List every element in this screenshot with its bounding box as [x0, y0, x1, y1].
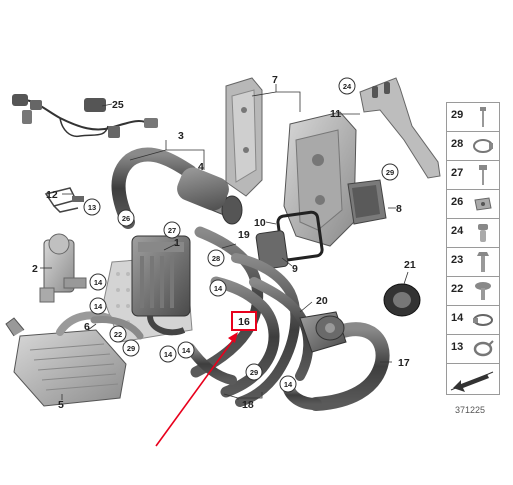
small-parts-table: 29 28 27 26 24 23 22 14 13 [446, 102, 500, 395]
svg-text:22: 22 [114, 330, 122, 339]
wiring-harness-part [12, 94, 158, 138]
circle-callout-24: 24 [338, 77, 356, 95]
table-row: 27 [447, 161, 499, 190]
circled-callouts: 24 29 13 26 27 28 22 14 14 14 14 14 14 2… [83, 77, 399, 393]
table-row: 28 [447, 132, 499, 161]
circle-callout-14: 14 [89, 273, 107, 291]
callout-21: 21 [404, 259, 416, 271]
table-row: 24 [447, 219, 499, 248]
part-number: 14 [451, 312, 464, 324]
spring-clip-icon [473, 340, 494, 357]
rubber-mount-part [383, 283, 421, 317]
table-row: 23 [447, 248, 499, 277]
plug-icon [478, 224, 488, 242]
callout-3: 3 [178, 130, 184, 142]
callout-20: 20 [316, 295, 328, 307]
svg-text:24: 24 [343, 82, 352, 91]
circle-callout-28: 28 [207, 249, 225, 267]
table-row: 29 [447, 103, 499, 132]
heat-exchanger-part [5, 317, 127, 407]
part-callouts: 3 4 7 11 25 12 8 10 9 1 2 6 5 19 20 21 1… [32, 74, 416, 411]
clamp-icon [473, 314, 493, 326]
svg-text:16: 16 [238, 316, 250, 328]
circle-callout-29: 29 [245, 363, 263, 381]
callout-5: 5 [58, 399, 64, 411]
callout-2: 2 [32, 263, 38, 275]
svg-text:26: 26 [122, 214, 130, 223]
cover-plate-part [347, 179, 387, 225]
screw-icon [479, 165, 487, 185]
auxiliary-heater-part [103, 235, 193, 343]
callout-4: 4 [198, 161, 204, 173]
callout-11: 11 [330, 108, 341, 120]
side-rail-part [359, 77, 441, 179]
muffler-part [177, 167, 243, 225]
part-number: 29 [451, 109, 464, 121]
highlighted-callout-16[interactable]: 16 [231, 311, 257, 331]
circle-callout-13: 13 [83, 198, 101, 216]
callout-18: 18 [242, 399, 254, 411]
table-footer [447, 364, 499, 395]
callout-17: 17 [398, 357, 410, 369]
callout-10: 10 [254, 217, 266, 229]
diagram-id: 371225 [455, 405, 486, 415]
callout-9: 9 [292, 263, 298, 275]
hose-clamp-icon [473, 139, 493, 153]
svg-text:13: 13 [88, 203, 96, 212]
part-number: 13 [451, 341, 464, 353]
bolt-icon [480, 107, 486, 127]
circle-callout-29: 29 [122, 339, 140, 357]
svg-text:14: 14 [284, 380, 293, 389]
circle-callout-29: 29 [381, 163, 399, 181]
table-row: 26 [447, 190, 499, 219]
callout-6: 6 [84, 321, 90, 333]
callout-12: 12 [46, 189, 58, 201]
direction-arrow-icon [450, 371, 494, 392]
part-number: 27 [451, 167, 464, 179]
mounting-bracket-part [225, 77, 263, 197]
table-row: 13 [447, 335, 499, 364]
svg-text:14: 14 [94, 302, 103, 311]
circle-callout-14: 14 [89, 297, 107, 315]
circle-callout-14: 14 [159, 345, 177, 363]
part-number: 23 [451, 254, 464, 266]
leader-lines [40, 84, 409, 400]
callout-19: 19 [238, 229, 250, 241]
valve-part [39, 233, 87, 303]
callout-7: 7 [272, 74, 278, 86]
table-row: 22 [447, 277, 499, 306]
svg-text:28: 28 [212, 254, 220, 263]
clip-nut-icon [474, 197, 492, 211]
part-number: 28 [451, 138, 464, 150]
small-plate-part [255, 230, 289, 270]
svg-text:14: 14 [94, 278, 103, 287]
callout-25: 25 [112, 99, 124, 111]
hex-bolt-icon [477, 252, 489, 272]
sensor-part [44, 187, 84, 213]
pump-part [299, 311, 347, 353]
circle-callout-27: 27 [163, 221, 181, 239]
circle-callout-14: 14 [279, 375, 297, 393]
svg-text:14: 14 [164, 350, 173, 359]
svg-text:29: 29 [127, 344, 135, 353]
part-number: 22 [451, 283, 464, 295]
callout-8: 8 [396, 203, 402, 215]
rivet-icon [475, 282, 491, 300]
circle-callout-14: 14 [177, 341, 195, 359]
svg-text:14: 14 [214, 284, 223, 293]
callout-1: 1 [174, 237, 180, 249]
svg-text:29: 29 [386, 168, 394, 177]
part-number: 26 [451, 196, 464, 208]
svg-text:27: 27 [168, 226, 176, 235]
circle-callout-14: 14 [209, 279, 227, 297]
red-pointer-arrow [155, 332, 238, 447]
connecting-pipe-part [56, 311, 144, 340]
circle-callout-26: 26 [117, 209, 135, 227]
table-row: 14 [447, 306, 499, 335]
part-number: 24 [451, 225, 464, 237]
svg-text:29: 29 [250, 368, 258, 377]
svg-text:14: 14 [182, 346, 191, 355]
circle-callout-22: 22 [109, 325, 127, 343]
